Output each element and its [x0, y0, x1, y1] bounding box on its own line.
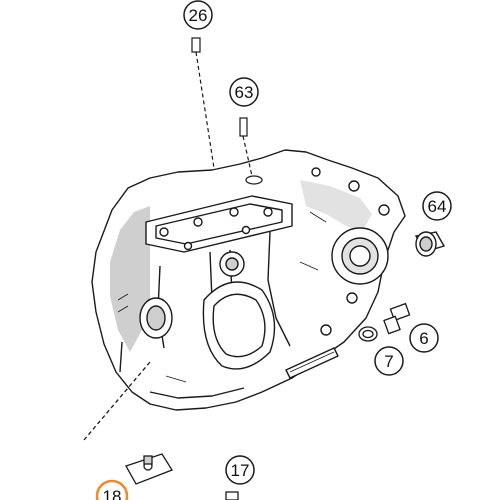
part-64-bushing: [414, 231, 446, 257]
callout-64-label: 64: [428, 197, 447, 216]
callout-26: 26: [183, 0, 213, 30]
part-6-plug: [383, 302, 411, 335]
part-26-stud: [191, 37, 215, 169]
callout-63-label: 63: [235, 83, 254, 102]
part-17-pin: [225, 491, 239, 500]
callout-64: 64: [422, 191, 452, 221]
part-18-bracket: [83, 361, 173, 485]
callout-17: 17: [225, 455, 255, 485]
callout-63: 63: [229, 77, 259, 107]
part-63-screw: [239, 117, 263, 185]
callout-17-label: 17: [231, 461, 250, 480]
callout-7-label: 7: [384, 352, 393, 371]
callout-6: 6: [409, 323, 439, 353]
callout-7: 7: [374, 346, 404, 376]
part-7-seal-ring: [358, 326, 378, 342]
callout-26-label: 26: [189, 6, 208, 25]
callout-18: 18: [95, 479, 129, 500]
crankcase-housing: [91, 149, 406, 411]
callout-18-label: 18: [103, 487, 122, 500]
callout-6-label: 6: [419, 329, 428, 348]
